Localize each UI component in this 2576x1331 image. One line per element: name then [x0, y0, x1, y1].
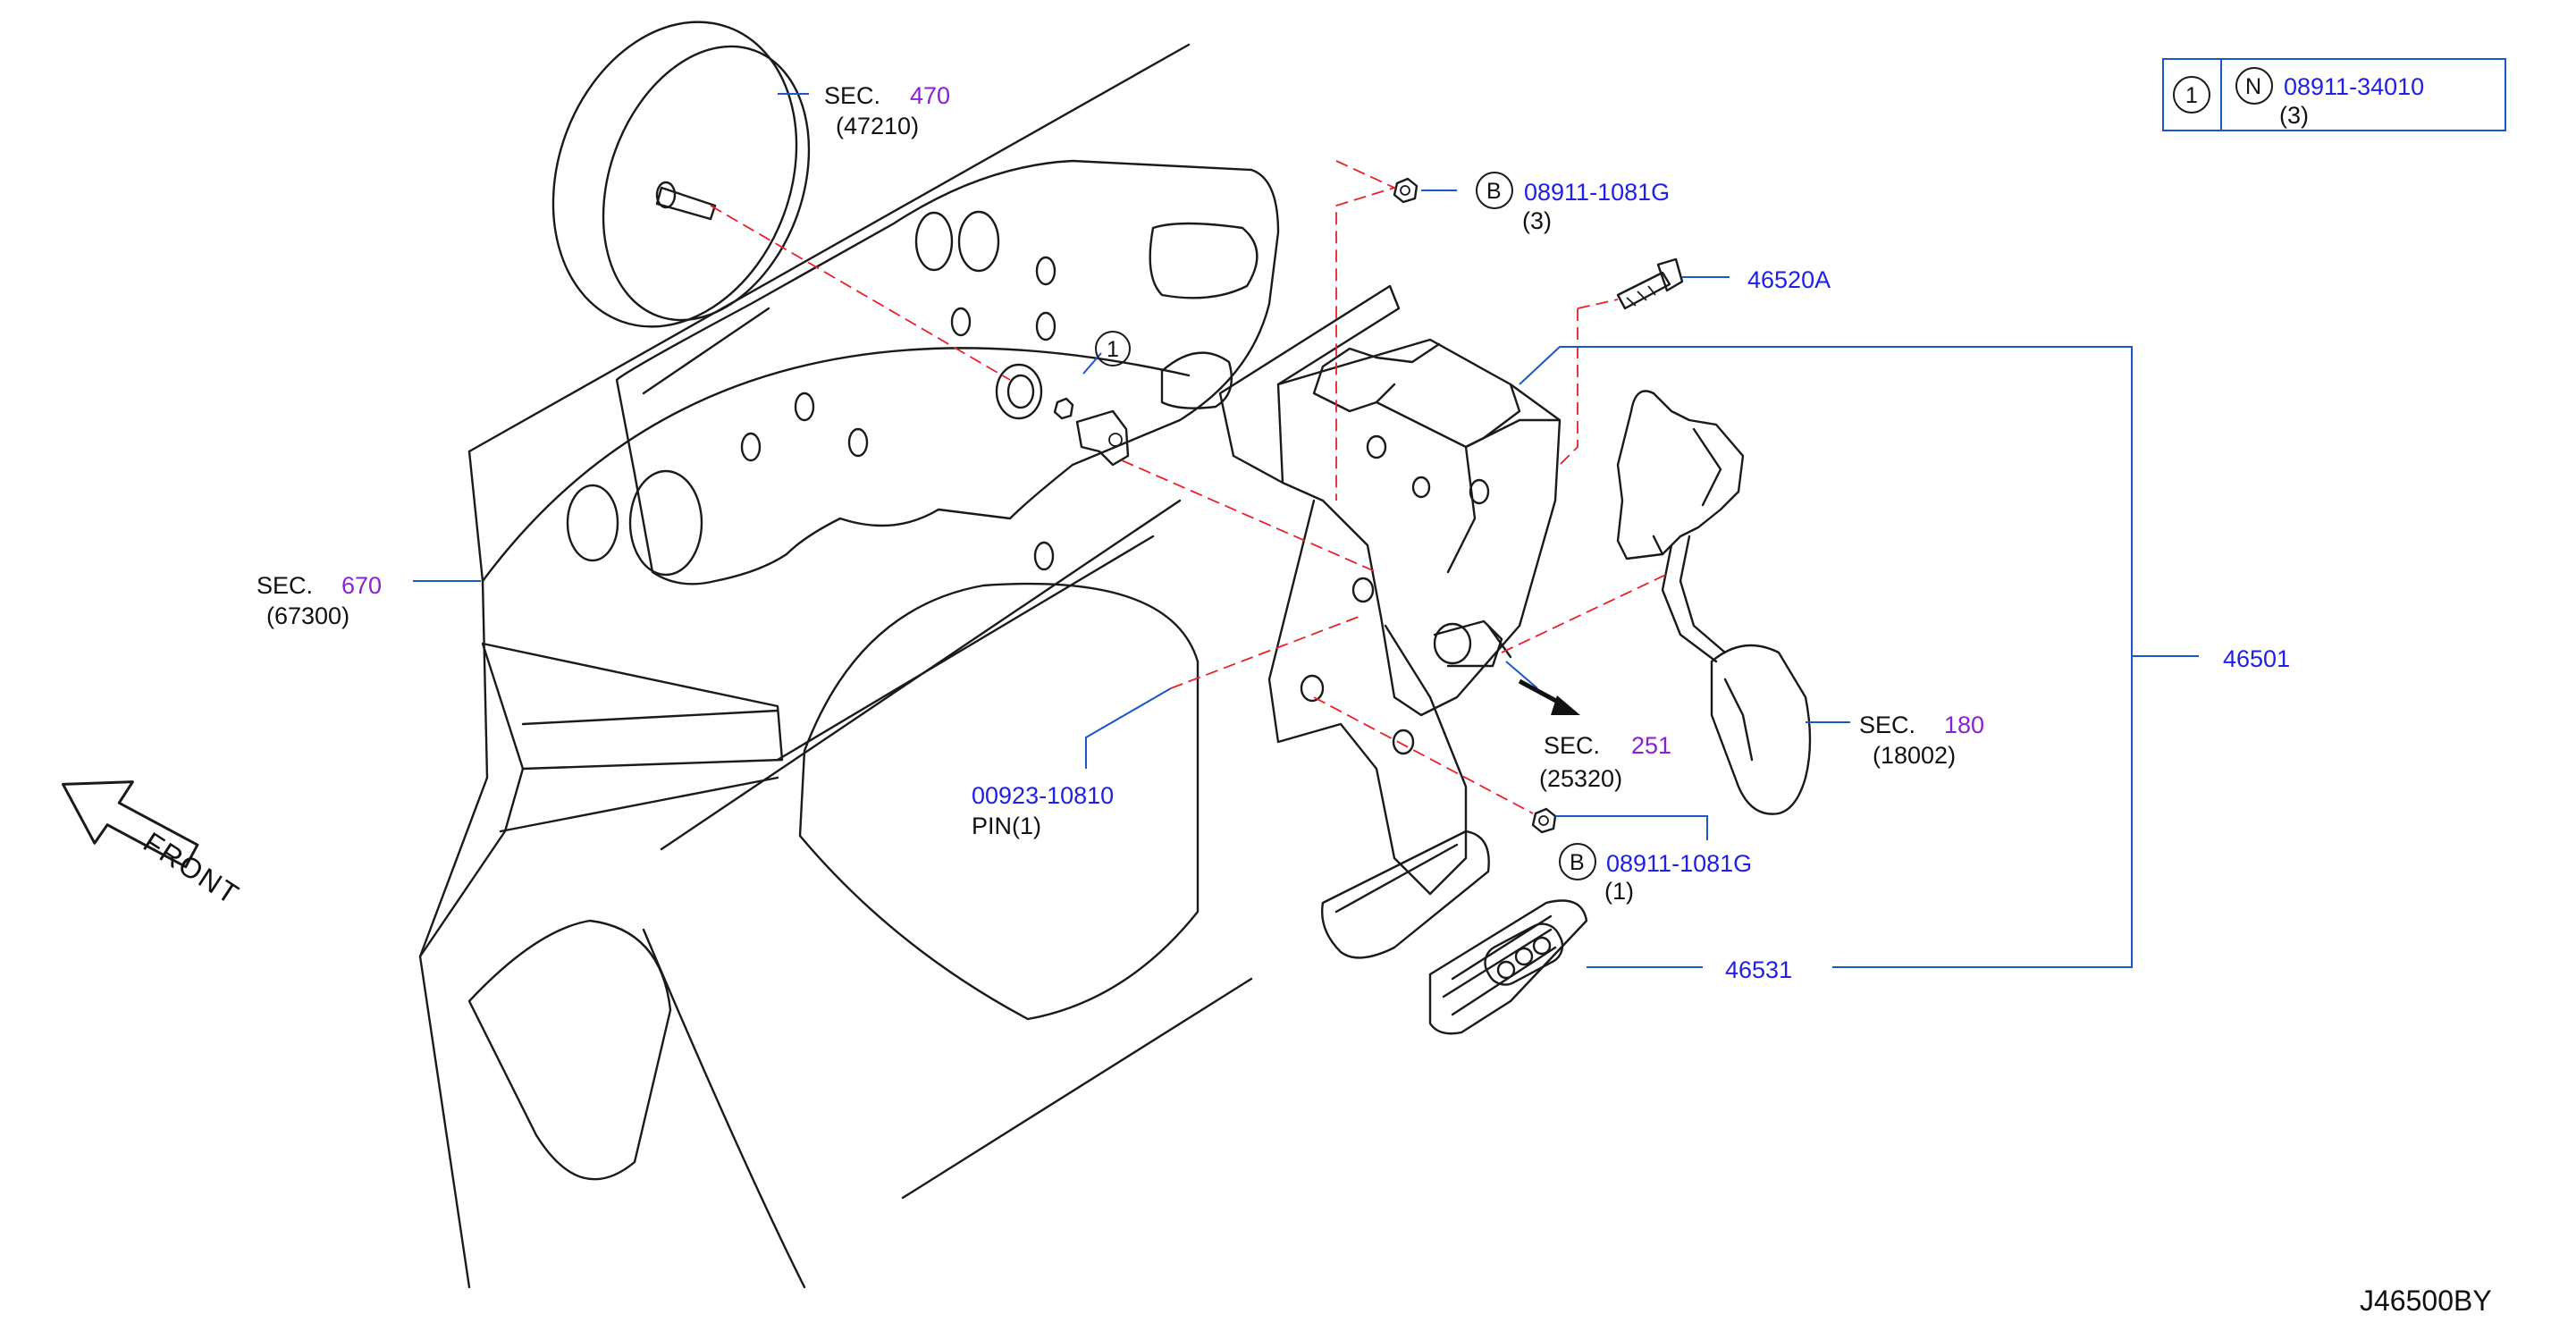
sec180-sub: (18002): [1873, 742, 1956, 769]
pin-drawing: [1075, 409, 1130, 467]
bolt-46520a-drawing: [1616, 257, 1684, 310]
sec670-label: SEC.: [257, 572, 313, 599]
alignment-lines: [710, 160, 1672, 814]
flange-nut-bottom: [1531, 807, 1557, 834]
dash-panel-drawing: [418, 43, 1280, 1289]
sec470-number[interactable]: 470: [910, 82, 950, 109]
bolt-top-part[interactable]: 08911-1081G: [1524, 179, 1670, 206]
bolt-46520a-part[interactable]: 46520A: [1747, 266, 1831, 293]
washer-nut-index: [995, 363, 1074, 420]
leader-lines: [413, 93, 2199, 968]
legend-index: 1: [2185, 83, 2198, 108]
front-label: FRONT: [138, 826, 245, 912]
legend-part: 08911-34010: [2284, 73, 2424, 100]
sec670-sub: (67300): [266, 602, 349, 629]
pad-46531-part[interactable]: 46531: [1725, 956, 1792, 983]
accelerator-pedal-drawing: [1616, 390, 1812, 815]
sec251-number[interactable]: 251: [1631, 732, 1671, 759]
legend-box: 1 N 08911-34010 (3): [2162, 58, 2506, 131]
svg-text:1: 1: [1107, 337, 1119, 362]
svg-text:B: B: [1486, 179, 1502, 204]
svg-text:B: B: [1570, 850, 1585, 875]
legend-prefix: N: [2245, 74, 2261, 99]
sec180-label: SEC.: [1859, 712, 1915, 738]
brake-booster-drawing: [551, 21, 811, 328]
sec670-number[interactable]: 670: [341, 572, 382, 599]
legend-qty: (3): [2279, 102, 2309, 129]
pedal-pad-46531-drawing: [1428, 899, 1588, 1035]
assembly-46501-part[interactable]: 46501: [2223, 645, 2290, 672]
front-arrow-icon: [61, 780, 199, 869]
connector-arrow-icon: [1518, 678, 1580, 715]
sec470-sub: (47210): [836, 113, 919, 139]
bolt-top-qty: (3): [1522, 207, 1552, 234]
sec470-label: SEC.: [824, 82, 880, 109]
bolt-bottom-prefix-icon: B: [1559, 843, 1596, 880]
bolt-bottom-part[interactable]: 08911-1081G: [1606, 850, 1752, 877]
pin-desc: PIN(1): [972, 813, 1041, 839]
sec251-sub: (25320): [1539, 765, 1622, 792]
sec251-label: SEC.: [1544, 732, 1600, 759]
sec180-number[interactable]: 180: [1944, 712, 1984, 738]
bolt-bottom-qty: (1): [1604, 878, 1634, 905]
bolt-top-prefix-icon: B: [1476, 172, 1513, 209]
nut-index-circle-icon: 1: [1095, 331, 1131, 366]
pedal-assembly-drawing: [995, 177, 1684, 959]
stop-lamp-switch-drawing: [1433, 619, 1512, 668]
drawing-code: J46500BY: [2360, 1285, 2492, 1317]
pin-part[interactable]: 00923-10810: [972, 782, 1114, 809]
flange-nut-top: [1393, 177, 1418, 204]
